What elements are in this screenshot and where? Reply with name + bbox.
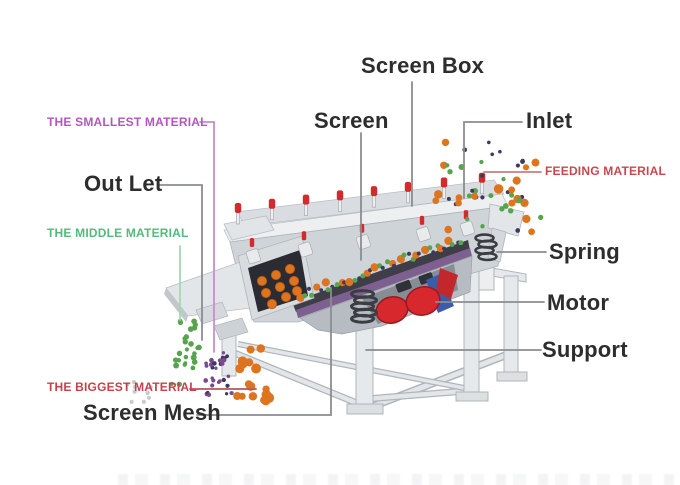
label-inlet: Inlet xyxy=(526,108,573,133)
spring-left-coil xyxy=(350,289,378,324)
label-out-let: Out Let xyxy=(84,171,163,196)
stream-biggest-material xyxy=(233,344,275,406)
label-feeding-material: FEEDING MATERIAL xyxy=(545,164,666,178)
top-rim-particles xyxy=(432,186,516,207)
label-screen-box: Screen Box xyxy=(361,53,485,78)
leader-out-let xyxy=(159,184,203,341)
inlet-feeding-particles xyxy=(434,138,544,236)
label-screen: Screen xyxy=(314,108,389,133)
ground-pile-particles xyxy=(125,380,153,404)
leader-inlet xyxy=(463,121,523,199)
frame-leg-right-front xyxy=(503,275,519,377)
label-smallest-material: THE SMALLEST MATERIAL xyxy=(47,115,208,129)
motor-drum-right xyxy=(405,285,441,317)
label-support: Support xyxy=(542,337,628,362)
spring-right-coil xyxy=(474,233,498,262)
label-biggest-material: THE BIGGEST MATERIAL xyxy=(47,380,197,394)
leader-lines xyxy=(159,81,547,416)
label-motor: Motor xyxy=(547,290,610,315)
screen-mesh-deck xyxy=(292,240,470,312)
deck-particles xyxy=(296,236,464,302)
leader-smallest-material xyxy=(199,121,215,353)
frame-leg-front xyxy=(355,321,374,409)
stream-middle-material xyxy=(169,318,202,387)
label-spring: Spring xyxy=(549,239,620,264)
label-screen-mesh: Screen Mesh xyxy=(83,400,221,425)
clamp-bolts xyxy=(234,172,486,265)
chute-big-particles xyxy=(256,263,303,310)
cut-off-caption-strip xyxy=(118,474,680,485)
motor-assembly xyxy=(375,268,458,325)
stream-smallest-material xyxy=(203,351,234,397)
label-middle-material: THE MIDDLE MATERIAL xyxy=(47,226,189,240)
leader-screen-mesh xyxy=(196,287,332,416)
